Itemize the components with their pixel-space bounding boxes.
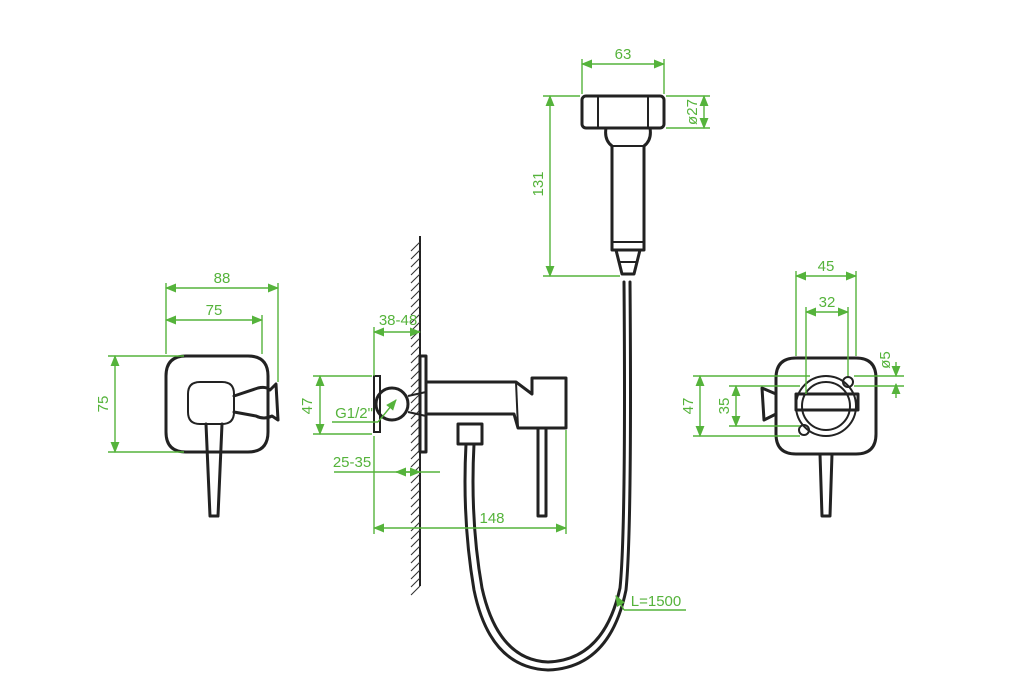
hand-shower: 63 ø27 131 (530, 46, 710, 278)
head-width-label: 63 (615, 46, 632, 63)
wall-hatch-line (410, 241, 421, 252)
wall-hatch-line (410, 489, 421, 500)
wall-hatch-line (410, 553, 421, 564)
wall-hatch-line (410, 297, 421, 308)
side-view: 38-48 47 G1/2" 25-35 148 L=1500 (299, 236, 686, 672)
wall-hatch-line (410, 561, 421, 572)
wall-hatch-line (410, 289, 421, 300)
wall-hatch-line (410, 513, 421, 524)
rear-height-inner-label: 35 (716, 398, 733, 415)
wall-hatch-line (410, 249, 421, 260)
recess-label: 25-35 (333, 454, 371, 471)
wall-hatch-line (410, 521, 421, 532)
rear-width-outer-label: 45 (818, 258, 835, 275)
front-height-label: 75 (95, 396, 112, 413)
wall-hatch-line (410, 537, 421, 548)
rear-hole-label: ø5 (877, 351, 894, 369)
wall-hatch-line (410, 577, 421, 588)
wall-hatch-line (410, 545, 421, 556)
wall-hatch-line (410, 505, 421, 516)
wall-hatch-line (410, 481, 421, 492)
hose-length-label: L=1500 (631, 593, 681, 610)
shower-length-label: 131 (530, 171, 547, 196)
inlet-height-label: 47 (299, 398, 316, 415)
wall-hatch-line (410, 281, 421, 292)
wall-hatch-line (410, 465, 421, 476)
thread-label: G1/2" (335, 405, 373, 422)
head-diameter-label: ø27 (684, 99, 701, 125)
wall-hatch-line (410, 353, 421, 364)
front-view: 88 75 75 (95, 270, 280, 518)
rear-height-outer-label: 47 (680, 398, 697, 415)
wall-hatch-line (410, 473, 421, 484)
wall-hatch-line (410, 585, 421, 596)
front-width-inner-label: 75 (206, 302, 223, 319)
wall-hatch-line (410, 273, 421, 284)
wall-hatch-line (410, 345, 421, 356)
wall-hatch-line (410, 457, 421, 468)
wall-hatch-line (410, 257, 421, 268)
wall-hatch-line (410, 497, 421, 508)
length-label: 148 (479, 510, 504, 527)
wall-hatch-line (410, 313, 421, 324)
wall-hatch-line (410, 305, 421, 316)
front-width-outer-label: 88 (214, 270, 231, 287)
wall-hatch-line (410, 529, 421, 540)
wall-depth-label: 38-48 (379, 312, 417, 329)
wall-hatch-line (410, 337, 421, 348)
rear-view: 45 32 ø5 47 35 (680, 258, 904, 518)
wall-hatch-line (410, 569, 421, 580)
wall-hatch-line (410, 265, 421, 276)
rear-width-inner-label: 32 (819, 294, 836, 311)
